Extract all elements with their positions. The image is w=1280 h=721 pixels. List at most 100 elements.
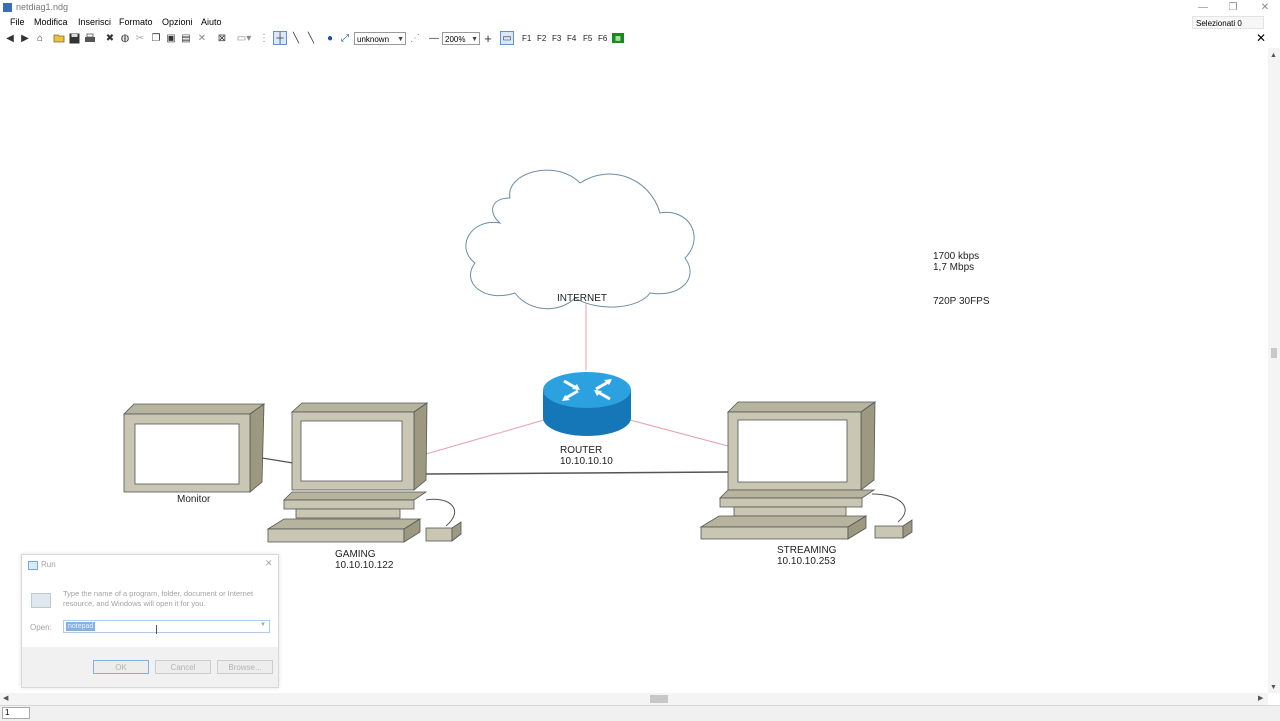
save-icon[interactable] xyxy=(67,31,81,45)
streaming-ip: 10.10.10.253 xyxy=(777,556,836,567)
link-router-gaming xyxy=(425,419,545,455)
copy-icon[interactable]: ❐ xyxy=(151,32,161,44)
line-type-value: unknown xyxy=(357,35,390,44)
open-folder-icon[interactable] xyxy=(52,31,66,45)
fit-page-icon[interactable]: ▭ xyxy=(500,31,514,45)
world-icon[interactable]: ● xyxy=(326,32,334,44)
zoom-value: 200% xyxy=(445,35,466,44)
f5-button[interactable]: F5 xyxy=(583,34,593,43)
gaming-ip: 10.10.10.122 xyxy=(335,560,394,571)
cancel-button[interactable]: Cancel xyxy=(155,660,211,674)
streaming-label: STREAMING xyxy=(777,545,837,556)
horizontal-scrollbar[interactable]: ◀ ▶ xyxy=(0,693,1268,705)
link-tool-icon[interactable]: ⤢ xyxy=(341,32,349,44)
back-icon[interactable]: ◀ xyxy=(6,32,14,44)
draw-line-icon[interactable]: ╲ xyxy=(292,32,300,44)
app-icon xyxy=(3,3,12,12)
note-bitrate-kbps: 1700 kbps xyxy=(933,251,979,262)
streaming-computer-icon[interactable] xyxy=(699,401,913,540)
open-input[interactable]: notepad xyxy=(66,622,96,631)
network-diagram: INTERNET ROUTER 10.10.10.10 xyxy=(123,169,990,571)
router-icon[interactable] xyxy=(543,372,631,436)
chevron-down-icon: ▼ xyxy=(397,36,404,43)
menu-bar: File Modifica Inserisci Formato Opzioni … xyxy=(0,16,1280,30)
note-resolution: 720P 30FPS xyxy=(933,296,990,307)
link-router-streaming xyxy=(629,419,729,447)
home-icon[interactable]: ⌂ xyxy=(36,32,44,44)
forward-icon[interactable]: ▶ xyxy=(21,32,29,44)
zoom-out-icon[interactable]: — xyxy=(429,32,439,44)
vertical-scroll-thumb[interactable] xyxy=(1271,348,1277,358)
run-icon xyxy=(28,561,38,570)
selection-status: Selezionati 0 xyxy=(1192,16,1264,29)
chevron-down-icon: ▼ xyxy=(471,36,478,43)
chevron-down-icon[interactable]: ▼ xyxy=(260,622,266,628)
zoom-in-icon[interactable]: + xyxy=(484,30,492,46)
scroll-right-arrow[interactable]: ▶ xyxy=(1258,695,1264,702)
line-type-select[interactable]: unknown ▼ xyxy=(354,32,406,45)
f1-button[interactable]: F1 xyxy=(522,34,532,43)
window-title: netdiag1.ndg xyxy=(16,2,69,12)
browse-button[interactable]: Browse... xyxy=(217,660,273,674)
f4-button[interactable]: F4 xyxy=(567,34,577,43)
monitor-label: Monitor xyxy=(177,494,211,505)
internet-label: INTERNET xyxy=(557,293,607,304)
globe-icon[interactable]: ◍ xyxy=(120,32,130,44)
restore-button[interactable]: ❐ xyxy=(1228,2,1238,13)
minimize-button[interactable]: — xyxy=(1198,2,1208,13)
program-icon xyxy=(31,593,51,608)
page-number: 1 xyxy=(2,707,30,719)
f2-button[interactable]: F2 xyxy=(537,34,547,43)
menu-file[interactable]: File xyxy=(10,17,25,27)
run-dialog-footer: OK Cancel Browse... xyxy=(22,647,278,687)
export-icon[interactable]: ▦ xyxy=(612,33,624,43)
internet-cloud-icon[interactable] xyxy=(465,169,695,310)
title-bar: netdiag1.ndg — ❐ ✕ xyxy=(0,0,1280,15)
close-document-button[interactable]: ✕ xyxy=(1255,31,1267,45)
shape-dropdown-icon[interactable]: ▭▾ xyxy=(236,32,252,44)
scroll-down-arrow[interactable]: ▼ xyxy=(1270,684,1277,691)
paste-icon[interactable]: ▣ xyxy=(166,32,176,44)
cut-icon[interactable]: ✂ xyxy=(135,32,145,44)
close-icon[interactable]: ✕ xyxy=(265,558,273,568)
link-monitor-gaming xyxy=(261,457,294,464)
paste-special-icon[interactable]: ▤ xyxy=(181,32,191,44)
scroll-up-arrow[interactable]: ▲ xyxy=(1270,52,1277,59)
status-bar: 1 xyxy=(0,705,1280,721)
menu-modifica[interactable]: Modifica xyxy=(34,17,68,27)
grid-snap-icon[interactable]: ┼ xyxy=(273,31,287,45)
menu-formato[interactable]: Formato xyxy=(119,17,153,27)
router-ip: 10.10.10.10 xyxy=(560,456,613,467)
print-icon[interactable] xyxy=(83,31,97,45)
run-dialog-title: Run xyxy=(41,560,56,569)
open-label: Open: xyxy=(30,623,52,632)
zoom-select[interactable]: 200% ▼ xyxy=(442,32,480,45)
router-label: ROUTER xyxy=(560,445,602,456)
f6-button[interactable]: F6 xyxy=(598,34,608,43)
ok-button[interactable]: OK xyxy=(93,660,149,674)
run-dialog[interactable]: Run ✕ Type the name of a program, folder… xyxy=(21,554,279,688)
menu-inserisci[interactable]: Inserisci xyxy=(78,17,112,27)
properties-icon[interactable]: ⊠ xyxy=(217,32,227,44)
monitor-icon[interactable] xyxy=(123,403,266,493)
horizontal-scroll-thumb[interactable] xyxy=(650,695,668,703)
scroll-left-arrow[interactable]: ◀ xyxy=(3,695,9,702)
note-bitrate-mbps: 1,7 Mbps xyxy=(933,262,974,273)
link-gaming-streaming xyxy=(425,471,729,475)
pointer-icon[interactable]: ⋰ xyxy=(410,32,420,44)
align-icon[interactable]: ⋮ xyxy=(259,32,269,44)
menu-aiuto[interactable]: Aiuto xyxy=(201,17,222,27)
delete-icon[interactable]: ✕ xyxy=(197,32,207,44)
vertical-scrollbar[interactable]: ▲ ▼ xyxy=(1268,48,1280,693)
connector-icon[interactable]: ╲ xyxy=(307,32,315,44)
toolbar: ◀ ▶ ⌂ ✖ ◍ ✂ ❐ ▣ ▤ ✕ ⊠ ▭▾ ⋮ ┼ ╲ ╲ ● ⤢ unk… xyxy=(0,31,1280,47)
f3-button[interactable]: F3 xyxy=(552,34,562,43)
gaming-computer-icon[interactable] xyxy=(266,402,462,543)
close-button[interactable]: ✕ xyxy=(1260,2,1270,13)
open-combobox[interactable]: notepad ▼ xyxy=(63,620,270,633)
menu-opzioni[interactable]: Opzioni xyxy=(162,17,193,27)
text-cursor-icon xyxy=(156,625,157,634)
gaming-label: GAMING xyxy=(335,549,376,560)
run-description: Type the name of a program, folder, docu… xyxy=(63,589,254,608)
network-icon[interactable]: ✖ xyxy=(105,32,115,44)
